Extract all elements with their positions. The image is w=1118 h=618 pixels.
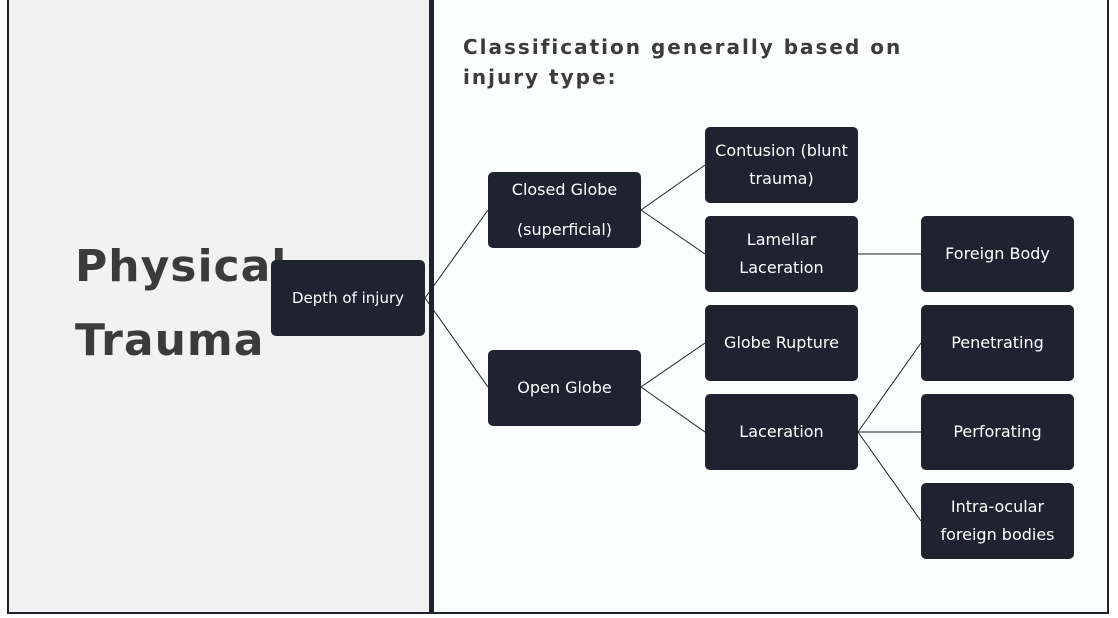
node-contusion-label: Contusion (blunt trauma): [715, 141, 848, 188]
node-foreign-body: Foreign Body: [921, 216, 1074, 292]
connector-root-open: [424, 297, 489, 388]
main-title: Physical Trauma: [75, 230, 287, 378]
node-penetrating: Penetrating: [921, 305, 1074, 381]
subtitle: Classification generally based on injury…: [463, 35, 903, 89]
node-open-globe: Open Globe: [488, 350, 641, 426]
node-perforating-label: Perforating: [953, 422, 1042, 441]
connector-closed-lamellar: [640, 209, 706, 255]
node-closed-globe-line1: Closed Globe: [511, 180, 618, 199]
node-globe-rupture: Globe Rupture: [705, 305, 858, 381]
node-intraocular-foreign-bodies: Intra-ocular foreign bodies: [921, 483, 1074, 559]
node-depth-of-injury-label: Depth of injury: [291, 289, 405, 307]
main-title-line2: Trauma: [75, 315, 265, 366]
connector-laceration-penetrating: [857, 342, 922, 433]
node-lamellar-laceration: Lamellar Laceration: [705, 216, 858, 292]
node-foreign-body-label: Foreign Body: [945, 244, 1050, 263]
node-penetrating-label: Penetrating: [951, 333, 1044, 352]
frame-left-border: [7, 0, 9, 614]
frame-bottom-border: [7, 612, 1109, 614]
node-closed-globe-line2: (superficial): [516, 220, 613, 239]
node-perforating: Perforating: [921, 394, 1074, 470]
node-laceration-label: Laceration: [739, 422, 824, 441]
connector-root-closed: [424, 209, 489, 299]
main-title-line1: Physical: [75, 241, 288, 292]
node-globe-rupture-label: Globe Rupture: [724, 333, 839, 352]
node-intraocular-foreign-bodies-label: Intra-ocular foreign bodies: [940, 497, 1055, 544]
node-laceration: Laceration: [705, 394, 858, 470]
node-open-globe-label: Open Globe: [517, 378, 612, 397]
frame-right-border: [1107, 0, 1109, 614]
node-depth-of-injury: Depth of injury: [271, 260, 425, 336]
connector-laceration-intraocular: [857, 431, 922, 522]
node-closed-globe: Closed Globe (superficial): [488, 172, 641, 248]
node-contusion: Contusion (blunt trauma): [705, 127, 858, 203]
connector-open-laceration: [640, 386, 706, 433]
node-lamellar-laceration-label: Lamellar Laceration: [739, 230, 824, 277]
connector-closed-contusion: [640, 164, 706, 211]
connector-open-rupture: [640, 342, 706, 388]
